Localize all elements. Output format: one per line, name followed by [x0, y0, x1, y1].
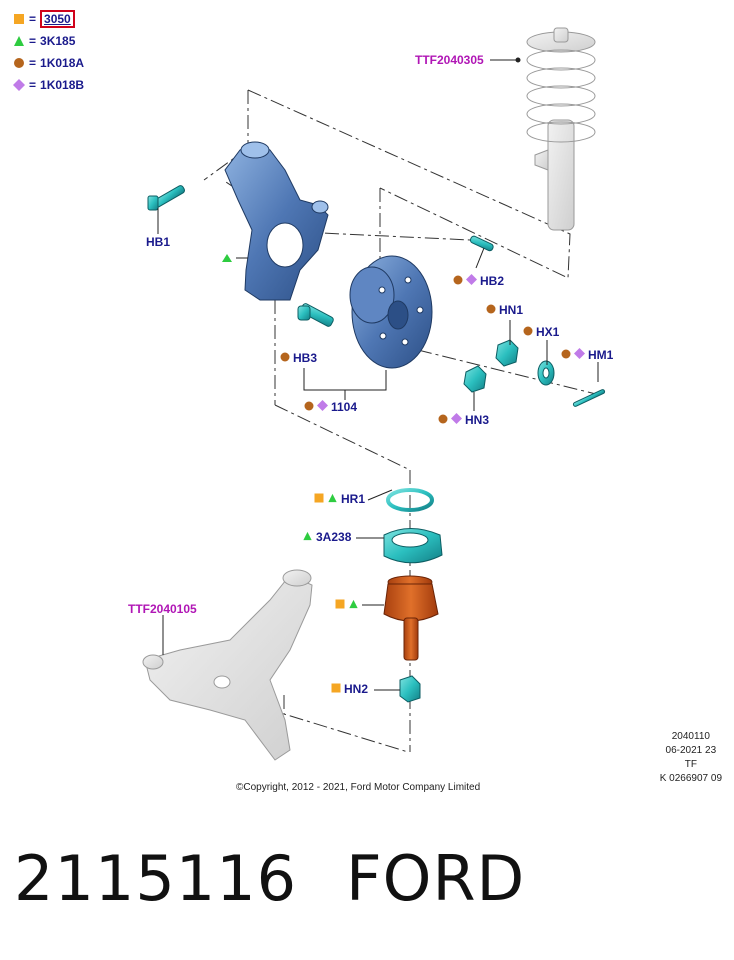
copyright-notice: ©Copyright, 2012 - 2021, Ford Motor Comp… — [236, 782, 481, 793]
diamond-icon — [317, 400, 328, 411]
legend: = 3050 = 3K185 = 1K018A = 1K018B — [12, 8, 84, 96]
callout-hn3[interactable]: HN3 — [438, 413, 489, 427]
circle-icon — [14, 58, 24, 68]
callout-ttf-strut[interactable]: TTF2040305 — [415, 53, 484, 67]
square-icon — [335, 599, 345, 609]
legend-row-triangle: = 3K185 — [12, 30, 84, 52]
part-number: 2115116 — [14, 842, 298, 915]
callout-hm1-label: HM1 — [588, 348, 614, 362]
brand-name: FORD — [346, 842, 526, 915]
callout-ball-joint-markers — [335, 598, 362, 612]
callout-hn3-label: HN3 — [465, 413, 490, 427]
callout-hb3-label: HB3 — [293, 351, 318, 365]
diamond-icon — [466, 274, 477, 285]
callout-hr1-label: HR1 — [341, 492, 366, 506]
meta-line-1: 2040110 — [671, 731, 710, 742]
legend-row-diamond: = 1K018B — [12, 74, 84, 96]
strut-assembly — [526, 27, 596, 231]
triangle-icon — [303, 531, 312, 541]
leader-lines — [157, 57, 599, 691]
legend-row-square: = 3050 — [12, 8, 84, 30]
circle-icon — [561, 349, 571, 359]
callout-hm1[interactable]: HM1 — [561, 348, 613, 362]
square-icon — [14, 14, 24, 24]
legend-equals: = — [29, 12, 37, 26]
legend-code-3k185: 3K185 — [40, 34, 76, 48]
steering-knuckle — [224, 141, 329, 301]
square-icon — [314, 493, 324, 503]
assembly-lines — [203, 89, 601, 753]
ball-joint — [383, 575, 439, 661]
square-icon — [331, 683, 341, 693]
callout-ttf-arm[interactable]: TTF2040105 — [128, 602, 197, 616]
circle-icon — [486, 304, 496, 314]
callout-hb2[interactable]: HB2 — [453, 274, 504, 288]
callout-hx1[interactable]: HX1 — [523, 325, 559, 339]
callout-1104[interactable]: 1104 — [304, 400, 357, 414]
fasteners — [147, 185, 606, 703]
circle-icon — [523, 326, 533, 336]
wheel-hub — [349, 255, 433, 369]
meta-line-2: 06-2021 23 — [665, 745, 717, 756]
callout-hr1[interactable]: HR1 — [314, 492, 365, 506]
triangle-icon — [328, 493, 337, 503]
circle-icon — [438, 414, 448, 424]
callout-hn2-label: HN2 — [344, 682, 369, 696]
callout-hn2[interactable]: HN2 — [331, 682, 368, 696]
diamond-icon — [13, 79, 25, 91]
circle-icon — [304, 401, 314, 411]
callout-1104-label: 1104 — [331, 400, 358, 414]
triangle-marker-icon — [222, 254, 232, 262]
callout-hb3[interactable]: HB3 — [280, 351, 317, 365]
illustration-metadata: 2040110 06-2021 23 TF K 0266907 09 — [660, 730, 722, 786]
meta-line-3: TF — [684, 759, 697, 770]
legend-code-1k018a: 1K018A — [40, 56, 85, 70]
legend-code-1k018b: 1K018B — [40, 78, 85, 92]
meta-line-4: K 0266907 09 — [659, 773, 722, 784]
legend-equals: = — [29, 34, 37, 48]
callout-3a238-label: 3A238 — [316, 530, 352, 544]
legend-equals: = — [29, 56, 37, 70]
legend-row-circle: = 1K018A — [12, 52, 84, 74]
diamond-icon — [451, 413, 462, 424]
legend-equals: = — [29, 78, 37, 92]
lower-control-arm — [142, 569, 313, 761]
callout-hb2-label: HB2 — [480, 274, 505, 288]
diamond-icon — [574, 348, 585, 359]
circle-icon — [280, 352, 290, 362]
callout-hn1[interactable]: HN1 — [486, 303, 523, 317]
callout-hb1[interactable]: HB1 — [146, 235, 171, 249]
callout-3a238[interactable]: 3A238 — [302, 530, 351, 544]
callout-hn1-label: HN1 — [499, 303, 524, 317]
legend-code-3050[interactable]: 3050 — [40, 10, 75, 28]
callout-hx1-label: HX1 — [536, 325, 560, 339]
circle-icon — [453, 275, 463, 285]
triangle-icon — [14, 36, 24, 46]
triangle-icon — [349, 599, 358, 609]
